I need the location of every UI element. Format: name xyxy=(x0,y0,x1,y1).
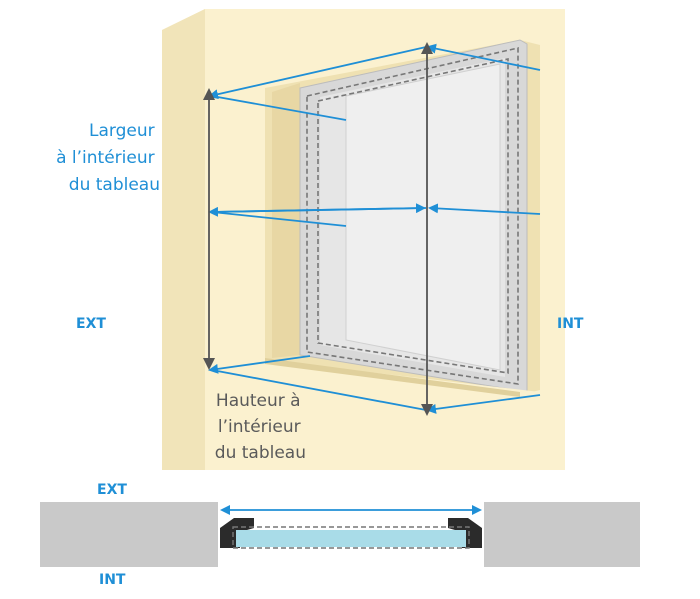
width-measure-lines xyxy=(208,43,541,414)
section-wall-right xyxy=(484,502,640,567)
mid-right-line xyxy=(428,203,541,215)
bottom-width-line xyxy=(208,355,311,374)
ext-label: EXT xyxy=(76,316,106,332)
window-sill xyxy=(205,358,565,470)
bottom-inner-line xyxy=(211,369,427,411)
top-width-line xyxy=(208,46,427,100)
top-right-line xyxy=(426,43,541,71)
window-glass xyxy=(345,63,501,371)
section-int-label: INT xyxy=(99,572,126,588)
bottom-right-line xyxy=(426,394,541,414)
dimension-arrows xyxy=(203,42,433,416)
section-wall-left xyxy=(40,502,218,567)
frame-dashed-outline xyxy=(306,46,519,385)
width-label: Largeur à l’intérieur du tableau xyxy=(56,121,160,195)
mid-inner-line xyxy=(211,211,347,227)
top-inner-line xyxy=(211,95,347,121)
int-label: INT xyxy=(557,316,584,332)
cross-section: EXT INT xyxy=(40,482,640,588)
mid-width-line-2 xyxy=(211,203,426,214)
height-label: Hauteur à l’intérieur du tableau xyxy=(215,391,306,463)
section-ext-label: EXT xyxy=(97,482,127,498)
section-glass xyxy=(236,530,466,547)
